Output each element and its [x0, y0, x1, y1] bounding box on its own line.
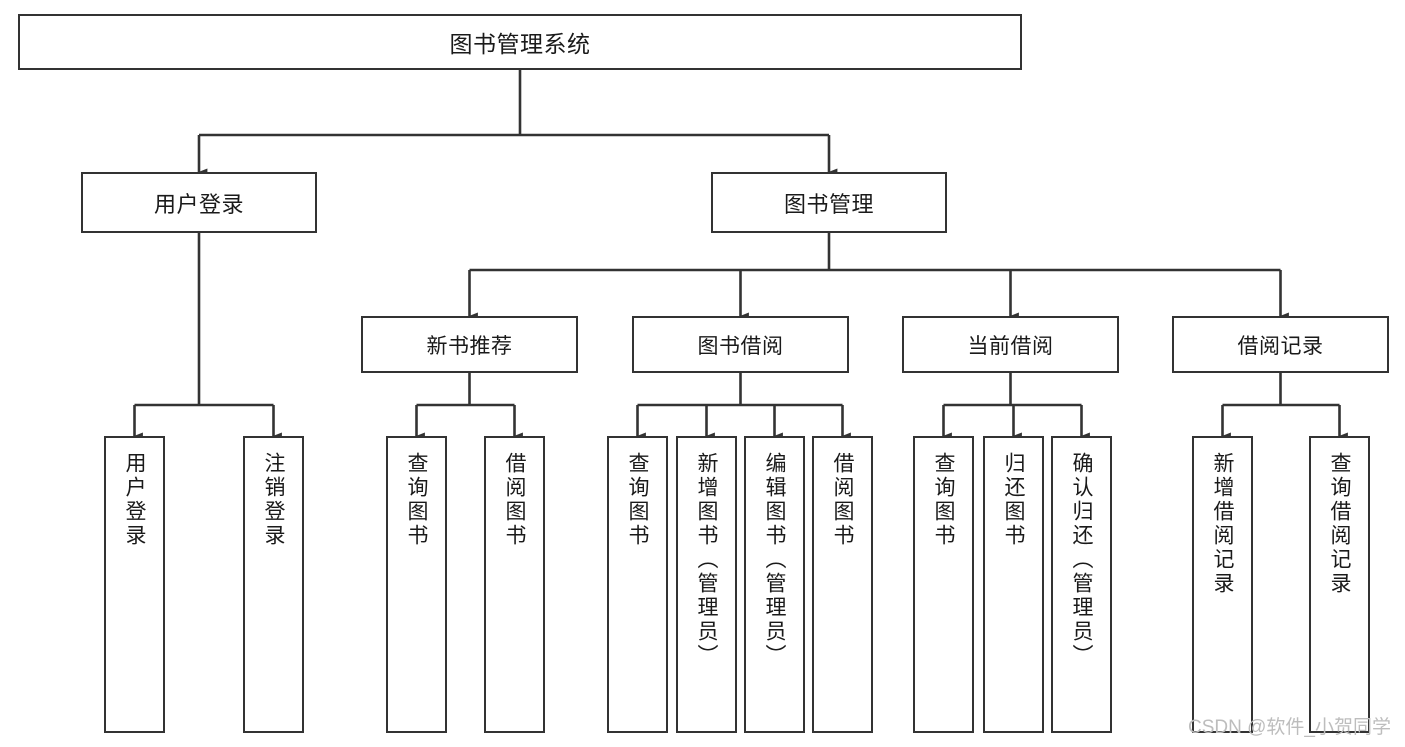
node-label: 借阅图书	[503, 452, 526, 548]
node-label: 查询图书	[626, 452, 649, 548]
leaf-query-book-current[interactable]: 查询图书	[913, 436, 974, 733]
node-new-book-recommend[interactable]: 新书推荐	[361, 316, 578, 373]
leaf-add-book-admin[interactable]: 新增图书（管理员）	[676, 436, 737, 733]
node-book-manage[interactable]: 图书管理	[711, 172, 947, 233]
leaf-query-book-recommend[interactable]: 查询图书	[386, 436, 447, 733]
leaf-user-login[interactable]: 用户登录	[104, 436, 165, 733]
node-label: 借阅记录	[1237, 334, 1324, 358]
leaf-borrow-book-recommend[interactable]: 借阅图书	[484, 436, 545, 733]
leaf-edit-book-admin[interactable]: 编辑图书（管理员）	[744, 436, 805, 733]
node-label: 查询图书	[932, 452, 955, 548]
node-label: 图书管理系统	[449, 31, 591, 57]
node-label: 归还图书	[1002, 452, 1025, 548]
node-current-borrow[interactable]: 当前借阅	[902, 316, 1119, 373]
leaf-add-borrow-record[interactable]: 新增借阅记录	[1192, 436, 1253, 733]
node-root-system[interactable]: 图书管理系统	[18, 14, 1022, 70]
node-label: 图书管理	[783, 191, 874, 217]
node-user-login[interactable]: 用户登录	[81, 172, 317, 233]
node-label: 借阅图书	[831, 452, 854, 548]
node-label: 查询借阅记录	[1328, 452, 1351, 596]
leaf-query-book-borrow[interactable]: 查询图书	[607, 436, 668, 733]
node-label: 新增借阅记录	[1211, 452, 1234, 596]
node-label: 用户登录	[123, 452, 146, 548]
node-label: 编辑图书（管理员）	[763, 452, 786, 668]
node-borrow-record[interactable]: 借阅记录	[1172, 316, 1389, 373]
csdn-watermark: CSDN @软件_小贺同学	[1188, 717, 1391, 738]
leaf-borrow-book[interactable]: 借阅图书	[812, 436, 873, 733]
node-label: 新书推荐	[426, 334, 513, 358]
node-label: 用户登录	[153, 191, 244, 217]
node-label: 确认归还（管理员）	[1070, 452, 1093, 668]
node-label: 当前借阅	[967, 334, 1054, 358]
leaf-confirm-return-admin[interactable]: 确认归还（管理员）	[1051, 436, 1112, 733]
node-label: 新增图书（管理员）	[695, 452, 718, 668]
leaf-query-borrow-record[interactable]: 查询借阅记录	[1309, 436, 1370, 733]
node-label: 图书借阅	[697, 334, 784, 358]
leaf-user-logout[interactable]: 注销登录	[243, 436, 304, 733]
leaf-return-book[interactable]: 归还图书	[983, 436, 1044, 733]
node-label: 注销登录	[262, 452, 285, 548]
node-label: 查询图书	[405, 452, 428, 548]
node-book-borrow[interactable]: 图书借阅	[632, 316, 849, 373]
